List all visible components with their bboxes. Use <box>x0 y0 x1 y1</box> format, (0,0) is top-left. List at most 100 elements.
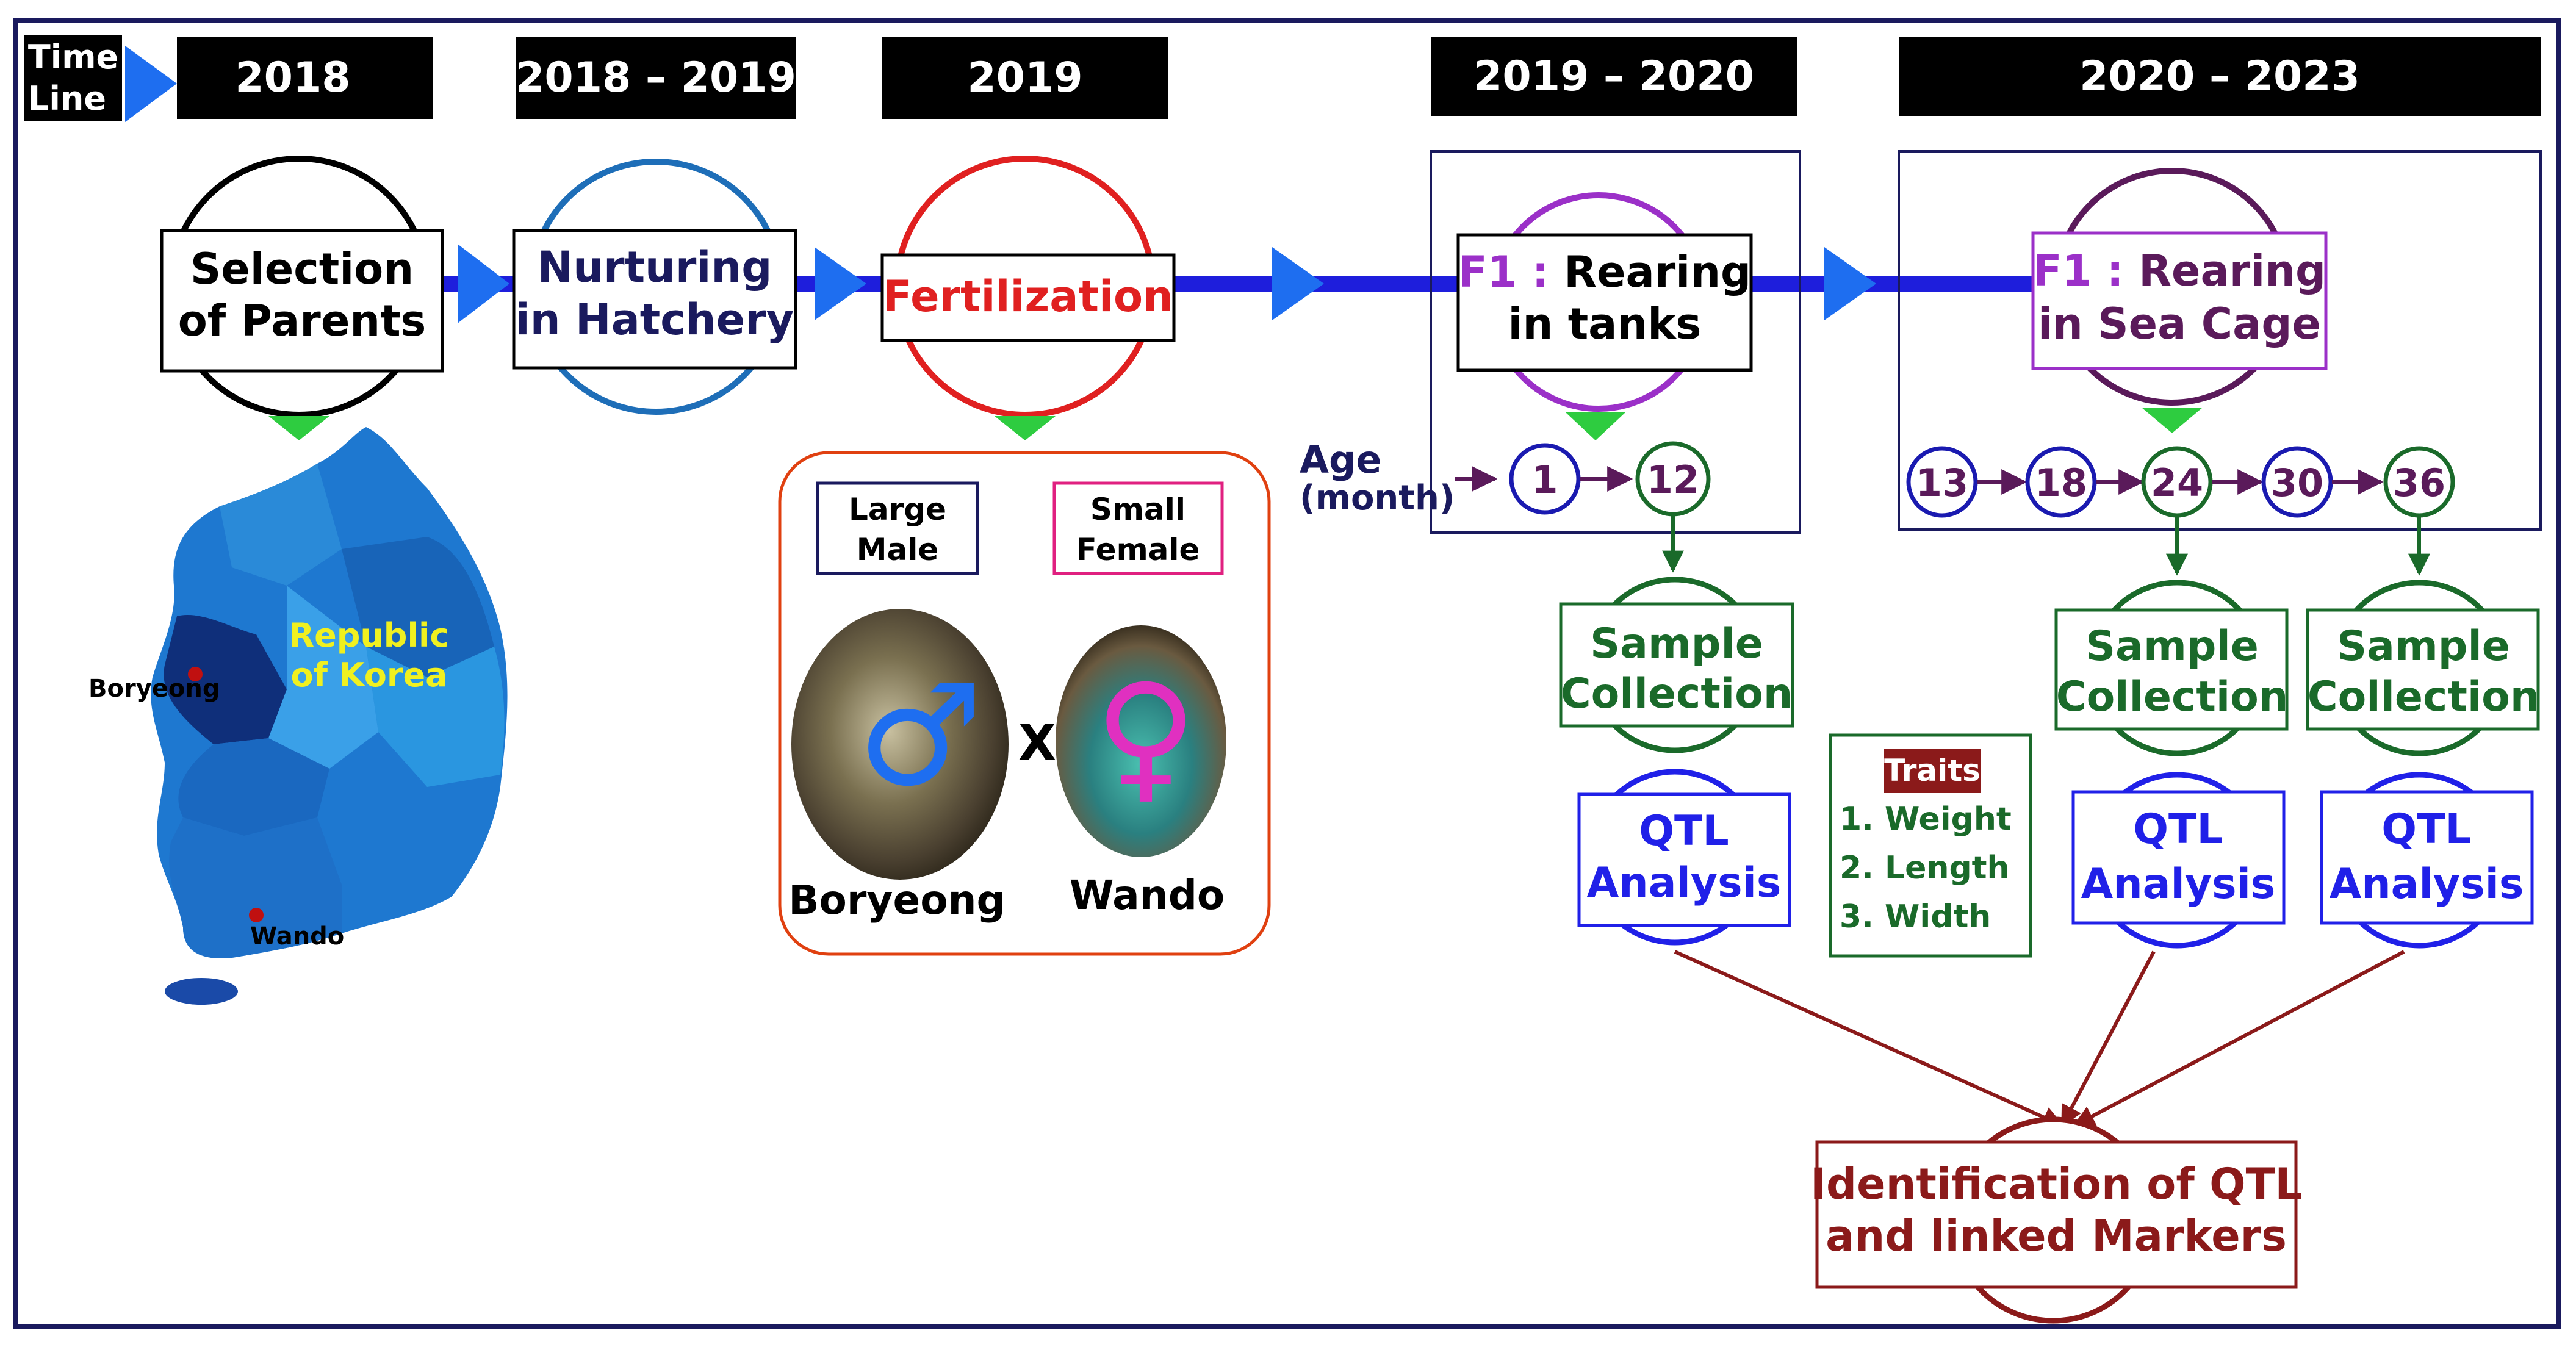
male-origin-label: Boryeong <box>788 877 1006 924</box>
seacage-prefix: F1 : <box>2033 246 2124 296</box>
result-node: Identification of QTL and linked Markers <box>1810 1116 2302 1324</box>
period-label-5: 2020 – 2023 <box>2079 52 2360 101</box>
traits-title-badge <box>1884 749 1981 793</box>
month-node-24 <box>2141 446 2213 518</box>
age-label-line2: (month) <box>1300 478 1455 518</box>
timeline-label-line2: Line <box>28 79 106 118</box>
seacage-pointer-icon <box>2142 408 2203 433</box>
flow-arrow-2-icon <box>815 247 866 320</box>
result-box <box>1815 1140 2298 1289</box>
qtl-line2-1: Analysis <box>1587 859 1782 907</box>
korea-region-central <box>268 586 378 769</box>
seacage-line1-rest: Rearing <box>2124 246 2326 296</box>
stage-nurturing: Nurturing in Hatchery <box>512 159 797 415</box>
age-timeline: Age (month) 1 12 13 18 24 30 36 <box>1300 437 2455 518</box>
period-box-3 <box>882 37 1168 119</box>
fertilization-pointer-icon <box>995 416 1056 440</box>
tanks-line1-rest: Rearing <box>1549 247 1751 297</box>
female-label-line2: Female <box>1076 532 1200 567</box>
cross-panel: Large Male Small Female ♂ ♀ X Boryeong W… <box>778 451 1271 956</box>
selection-box <box>160 229 444 373</box>
month-label-24: 24 <box>2151 461 2203 505</box>
female-label-line1: Small <box>1090 492 1185 527</box>
qtl-line2-3: Analysis <box>2330 860 2524 908</box>
sample-line2-3: Collection <box>2308 673 2540 721</box>
sample-line1-2: Sample <box>2085 622 2259 670</box>
month-label-36: 36 <box>2393 461 2445 505</box>
seacage-phase-frame <box>1898 150 2542 531</box>
tanks-line2: in tanks <box>1508 299 1702 349</box>
male-label-box <box>816 481 979 575</box>
analysis-column-2: Sample Collection QTL Analysis <box>2054 580 2289 949</box>
month-label-12: 12 <box>1647 458 1699 502</box>
male-label-line1: Large <box>849 492 946 527</box>
map-country-line2: of Korea <box>290 656 447 694</box>
seacage-box <box>2031 231 2328 370</box>
period-label-2: 2018 – 2019 <box>516 54 796 102</box>
korea-region-jeonbuk <box>178 738 329 836</box>
fertilization-box <box>880 253 1176 342</box>
trait-item-3: 3. Width <box>1840 899 1991 935</box>
month-node-12 <box>1635 441 1711 517</box>
female-origin-label: Wando <box>1070 872 1225 919</box>
result-line2: and linked Markers <box>1826 1211 2287 1261</box>
month-node-30 <box>2261 446 2333 518</box>
timeline-label-line1: Time <box>28 38 118 76</box>
qtl-line2-2: Analysis <box>2081 860 2276 908</box>
traits-title: Traits <box>1884 753 1981 788</box>
female-label-box <box>1052 481 1224 575</box>
selection-line2: of Parents <box>178 296 426 346</box>
timeline-arrow-icon <box>125 46 177 122</box>
traits-panel: Traits 1. Weight 2. Length 3. Width <box>1829 733 2032 958</box>
sample-line1-1: Sample <box>1590 620 1763 668</box>
trait-item-2: 2. Length <box>1840 850 2010 886</box>
nurturing-box <box>512 229 797 370</box>
sample-line2-2: Collection <box>2056 673 2289 721</box>
korea-region-jeonnam <box>169 817 342 958</box>
timeline-label-box <box>24 35 122 121</box>
stage-fertilization: Fertilization <box>880 156 1176 440</box>
period-label-1: 2018 <box>235 54 350 102</box>
flow-arrow-1-icon <box>458 244 509 323</box>
sample-box-3 <box>2306 608 2540 731</box>
sample-box-1 <box>1559 602 1794 728</box>
male-abalone-image <box>791 609 1009 880</box>
tanks-prefix: F1 : <box>1458 247 1549 297</box>
tanks-box <box>1456 233 1753 372</box>
qtl-line1-2: QTL <box>2133 805 2223 853</box>
converge-arrow-1-icon <box>1674 950 2065 1128</box>
result-line1: Identification of QTL <box>1810 1159 2302 1209</box>
tank-phase-frame <box>1430 150 1801 534</box>
tanks-pointer-icon <box>1565 412 1626 440</box>
month-label-13: 13 <box>1916 461 1968 505</box>
sample-box-2 <box>2054 608 2289 731</box>
wando-marker-icon <box>249 908 264 922</box>
korea-map: Boryeong Wando Republic of Korea <box>88 427 508 1005</box>
converge-arrow-3-icon <box>2072 950 2405 1127</box>
flow-arrow-4-icon <box>1824 247 1876 320</box>
map-site-wando: Wando <box>250 922 344 950</box>
trait-item-1: 1. Weight <box>1840 801 2012 838</box>
korea-region-chungnam <box>164 614 287 744</box>
analysis-column-1: Sample Collection QTL Analysis <box>1559 577 1794 946</box>
period-label-3: 2019 <box>967 54 1082 102</box>
flow-arrow-3-icon <box>1272 247 1324 320</box>
stage-tanks: F1 : Rearing in tanks <box>1456 192 1753 440</box>
map-country-line1: Republic <box>289 616 450 655</box>
female-symbol-icon: ♀ <box>1095 655 1197 817</box>
korea-region-north <box>220 464 342 586</box>
nurturing-line2: in Hatchery <box>516 295 794 345</box>
month-label-18: 18 <box>2035 461 2087 505</box>
sample-line1-3: Sample <box>2337 622 2510 670</box>
korea-region-east <box>342 537 494 677</box>
map-site-boryeong: Boryeong <box>88 675 220 703</box>
converge-arrow-2-icon <box>2060 950 2156 1128</box>
fertilization-label: Fertilization <box>883 271 1173 321</box>
month-node-36 <box>2383 446 2455 518</box>
month-node-1 <box>1509 443 1581 515</box>
selection-line1: Selection <box>190 244 414 294</box>
male-label-line2: Male <box>857 532 939 567</box>
period-box-1 <box>177 37 433 119</box>
month-label-1: 1 <box>1531 458 1558 502</box>
